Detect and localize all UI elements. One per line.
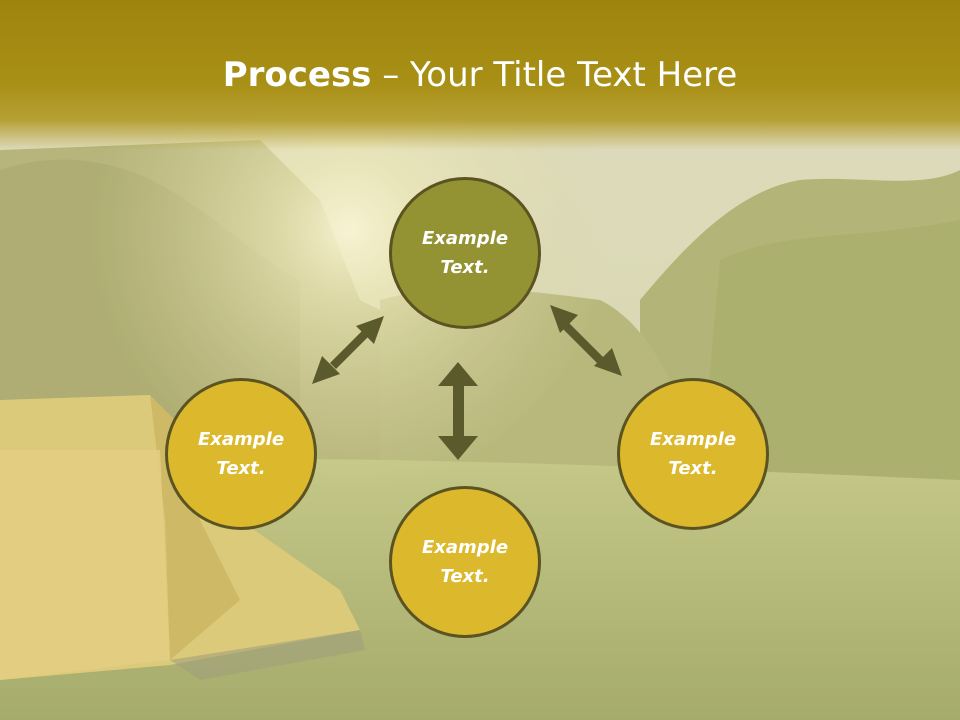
circle-bottom-line1: Example — [421, 537, 509, 558]
circle-right-line1: Example — [649, 429, 737, 450]
process-circle-right: Example Text. — [617, 378, 769, 530]
title-bold: Process — [222, 55, 372, 95]
circle-left-line1: Example — [197, 429, 285, 450]
circle-top-line2: Text. — [440, 257, 490, 278]
process-circle-top: Example Text. — [389, 177, 541, 329]
slide-title: Process – Your Title Text Here — [0, 52, 960, 98]
process-circle-bottom: Example Text. — [389, 486, 541, 638]
double-arrow-vertical — [438, 362, 478, 460]
circle-top-line1: Example — [421, 228, 509, 249]
double-arrow-left-diagonal — [312, 316, 384, 384]
circle-bottom-line2: Text. — [440, 566, 490, 587]
circle-right-line2: Text. — [668, 458, 718, 479]
title-bar — [0, 0, 960, 150]
process-circle-left: Example Text. — [165, 378, 317, 530]
circle-left-line2: Text. — [216, 458, 266, 479]
double-arrow-right-diagonal — [550, 305, 622, 376]
title-rest: – Your Title Text Here — [371, 55, 738, 95]
